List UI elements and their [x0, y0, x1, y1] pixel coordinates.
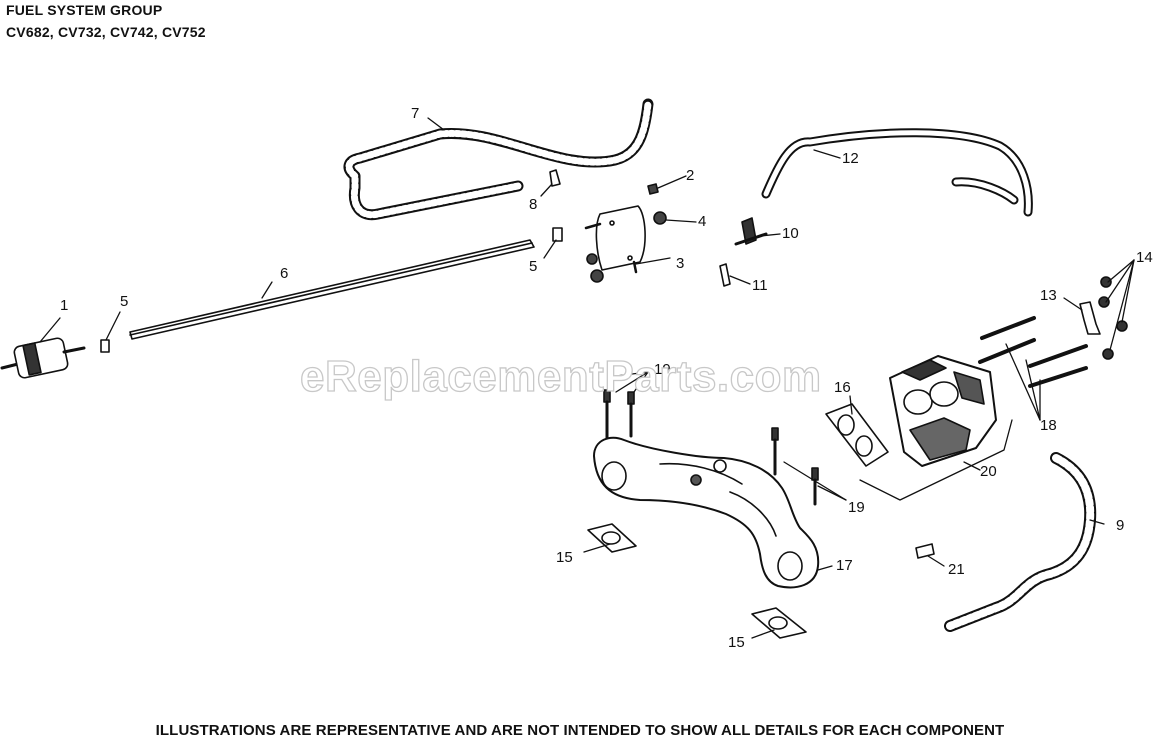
part-15-gasket-upper[interactable] [587, 523, 637, 553]
disclaimer-footer: ILLUSTRATIONS ARE REPRESENTATIVE AND ARE… [155, 722, 1005, 739]
callout-10: 10 [782, 225, 799, 242]
callout-3: 3 [676, 255, 684, 272]
watermark: eReplacementParts.com [299, 351, 822, 401]
exploded-parts-diagram: 1 5 6 7 8 2 3 4 5 10 11 12 13 14 18 16 2… [0, 98, 1153, 651]
part-21-pin[interactable] [915, 543, 935, 559]
callout-4: 4 [698, 213, 706, 230]
callout-19-upper: 19 [654, 361, 671, 378]
callout-9: 9 [1116, 517, 1124, 534]
leader-lines [39, 117, 1135, 639]
callout-labels: 1 5 6 7 8 2 3 4 5 10 11 12 13 14 18 16 2… [60, 105, 1153, 651]
part-1-fuel-filter[interactable] [0, 337, 86, 379]
callout-5-left: 5 [120, 293, 128, 310]
part-18-studs[interactable] [978, 316, 1088, 388]
part-16-gasket[interactable] [825, 403, 889, 467]
part-19-bolts[interactable] [603, 389, 819, 506]
part-12-vent-hose[interactable] [761, 128, 1033, 217]
part-15-gasket-lower[interactable] [751, 607, 807, 639]
part-10-fitting[interactable] [734, 217, 768, 246]
callout-5-right: 5 [529, 258, 537, 275]
part-5-clamp-right[interactable] [552, 227, 563, 242]
diagram-title: FUEL SYSTEM GROUP [6, 2, 163, 18]
part-11-pin[interactable] [719, 263, 731, 287]
callout-18: 18 [1040, 417, 1057, 434]
part-9-hose[interactable] [944, 452, 1097, 632]
part-2-fitting[interactable] [647, 183, 659, 195]
part-13-bracket[interactable] [1079, 301, 1101, 335]
callout-20: 20 [980, 463, 997, 480]
callout-15-upper: 15 [556, 549, 573, 566]
callout-2: 2 [686, 167, 694, 184]
callout-1: 1 [60, 297, 68, 314]
part-8-clamp[interactable] [549, 169, 561, 187]
callout-12: 12 [842, 150, 859, 167]
part-20-carburetor[interactable] [889, 355, 997, 467]
callout-13: 13 [1040, 287, 1057, 304]
part-4-screw[interactable] [653, 211, 667, 225]
callout-16: 16 [834, 379, 851, 396]
part-fitting-a[interactable] [586, 253, 598, 265]
callout-19-lower: 19 [848, 499, 865, 516]
callout-7: 7 [411, 105, 419, 122]
part-3-fuel-pump[interactable] [584, 205, 646, 274]
part-fitting-b[interactable] [590, 269, 604, 283]
callout-14: 14 [1136, 249, 1153, 266]
callout-8: 8 [529, 196, 537, 213]
callout-15-lower: 15 [728, 634, 745, 651]
callout-17: 17 [836, 557, 853, 574]
part-5-clamp[interactable] [100, 339, 110, 353]
part-6-fuel-line[interactable] [129, 239, 535, 340]
part-14-nuts[interactable] [1098, 276, 1128, 360]
model-numbers: CV682, CV732, CV742, CV752 [6, 24, 206, 40]
part-7-fuel-hose[interactable] [343, 98, 654, 221]
callout-11: 11 [752, 277, 768, 294]
callout-6: 6 [280, 265, 288, 282]
callout-21: 21 [948, 561, 965, 578]
part-17-intake-manifold[interactable] [593, 436, 820, 589]
